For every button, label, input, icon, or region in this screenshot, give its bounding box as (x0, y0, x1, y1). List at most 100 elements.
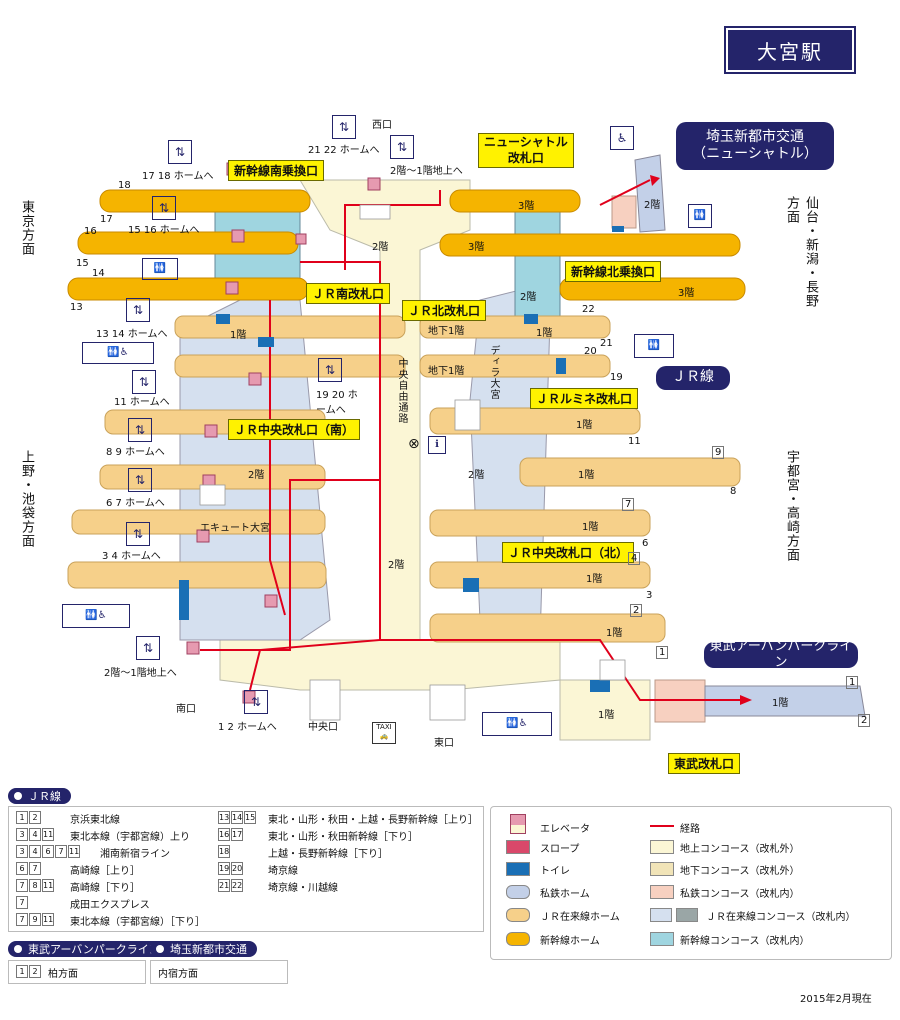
gate-jr-central-south: ＪＲ中央改札口（南） (228, 419, 361, 440)
floor-label: 1階 (598, 710, 615, 721)
elevator-icon: ⇅ (126, 298, 150, 322)
toilet-marker (216, 314, 230, 324)
platform-number: 6 (642, 538, 649, 549)
stairs (199, 204, 626, 721)
restroom-icon: 🚻 (688, 204, 712, 228)
tobu-line-label: 東武アーバンパークライン (704, 639, 858, 670)
platform-saikyo-east-1 (419, 315, 611, 339)
platform-number: 3 (646, 590, 653, 601)
platform-17-18 (99, 189, 311, 213)
private-concourse-swatch (650, 885, 674, 899)
platform-saikyo-west-1 (174, 315, 406, 339)
platform-east-3f-b (439, 233, 741, 257)
elevator-icon: ⇅ (152, 196, 176, 220)
platform-number: 2 (858, 714, 871, 727)
legend-saitama-box (150, 960, 288, 984)
direction-tokyo: 東京方面 (19, 200, 34, 256)
direction-utsunomiya: 宇都宮・高崎方面 (784, 450, 799, 562)
route-swatch (650, 825, 674, 827)
to-platform-label: 1 2 ホームへ (218, 722, 277, 733)
jr-concourse-dark-swatch (676, 908, 698, 922)
direction-ueno: 上野・池袋方面 (19, 450, 34, 548)
elevator-icon: ⇅ (132, 370, 156, 394)
information-icon: ℹ (428, 436, 446, 454)
floor-label: 1階 (606, 628, 623, 639)
to-platform-label: 3 4 ホームへ (102, 551, 161, 562)
legend-jr-line-name: 東北本線（宇都宮線）上り (70, 832, 190, 843)
toilet-marker (524, 314, 538, 324)
floor-label: 地下1階 (428, 326, 465, 337)
platform-8-9-east (519, 457, 741, 487)
legend-symbol-label: 地上コンコース（改札外） (680, 844, 800, 855)
legend-symbol-label: 私鉄コンコース（改札内） (680, 889, 800, 900)
route-lines (200, 179, 740, 701)
to-platform-label: 13 14 ホームへ (96, 329, 168, 340)
gate-jr-south: ＪＲ南改札口 (306, 283, 391, 304)
lost-property-icon: ⊗ (408, 436, 420, 452)
exit-south: 南口 (176, 704, 196, 715)
legend-jr-line-name: 高崎線［下り］ (70, 883, 140, 894)
gate-new-shuttle: ニューシャトル 改札口 (478, 133, 574, 169)
floor-label: 3階 (468, 242, 485, 253)
floor-label: 2階 (644, 200, 661, 211)
to-platform-label: 19 20 ホームへ (316, 390, 358, 416)
floor-label: 地下1階 (428, 366, 465, 377)
saitama-new-shuttle-label: 埼玉新都市交通 （ニューシャトル） (676, 122, 834, 170)
platform-number: 4 (628, 552, 641, 565)
legend-symbol-label: 地下コンコース（改札外） (680, 866, 800, 877)
legend-jr-header: ＪＲ線 (8, 788, 71, 804)
legend-saitama-header: 埼玉新都市交通 (150, 941, 257, 957)
legend-tobu-box (8, 960, 146, 984)
legend-jr-line-name: 京浜東北線 (70, 815, 120, 826)
legend-symbol-label: 私鉄ホーム (540, 889, 590, 900)
platform-number: 20 (584, 346, 597, 357)
platform-1-2-east (429, 613, 666, 643)
to-platform-label: 17 18 ホームへ (142, 171, 214, 182)
direction-sendai: 仙台・新潟・長野方面 (784, 196, 818, 308)
floor-label: 2階 (388, 560, 405, 571)
legend-symbol-label: 経路 (680, 824, 700, 835)
toilet-marker (590, 680, 610, 692)
to-ground-label: 2階～1階地上へ (390, 166, 463, 177)
elevator-icon: ⇅ (318, 358, 342, 382)
platform-6-7-east (429, 509, 651, 537)
platform-number: 14 (92, 268, 105, 279)
elevator-icon: ⇅ (332, 115, 356, 139)
exit-east: 東口 (434, 738, 454, 749)
legend-symbol-label: エレベータ (540, 824, 590, 835)
ekyute-label: エキュート大宮 (200, 523, 270, 534)
platform-number: 18 (118, 180, 131, 191)
platform-number: 2 (630, 604, 643, 617)
to-platform-label: 15 16 ホームへ (128, 225, 200, 236)
to-platform-label: 11 ホームへ (114, 397, 170, 408)
legend-symbol-label: トイレ (540, 866, 570, 877)
underground-concourse-swatch (650, 862, 674, 876)
floor-label: 1階 (578, 470, 595, 481)
legend-saitama-line-name: 内宿方面 (158, 969, 198, 980)
legend-jr-line-name: 高崎線［上り］ (70, 866, 140, 877)
wheelchair-icon: ♿ (610, 126, 634, 150)
platform-number: 19 (610, 372, 623, 383)
elevator-icon: ⇅ (126, 522, 150, 546)
gate-shinkansen-north: 新幹線北乗換口 (565, 261, 662, 282)
legend-jr-line-name: 湘南新宿ライン (100, 849, 170, 860)
legend-jr-line-name: 東北・山形・秋田新幹線［下り］ (268, 832, 418, 843)
legend-tobu-line-name: 柏方面 (48, 969, 78, 980)
elevator-icon: ⇅ (128, 418, 152, 442)
legend-jr-line-name: 埼京線・川越線 (268, 883, 338, 894)
platform-number: 1 (656, 646, 669, 659)
legend-jr-box (8, 806, 484, 932)
platform-number: 9 (712, 446, 725, 459)
elevator-icon: ⇅ (136, 636, 160, 660)
gate-shinkansen-south: 新幹線南乗換口 (228, 160, 325, 181)
floor-label: 2階 (520, 292, 537, 303)
elevator-icon: ⇅ (390, 135, 414, 159)
passage-label: 中央自由通路 (396, 358, 407, 424)
private-platform-swatch (506, 885, 530, 899)
